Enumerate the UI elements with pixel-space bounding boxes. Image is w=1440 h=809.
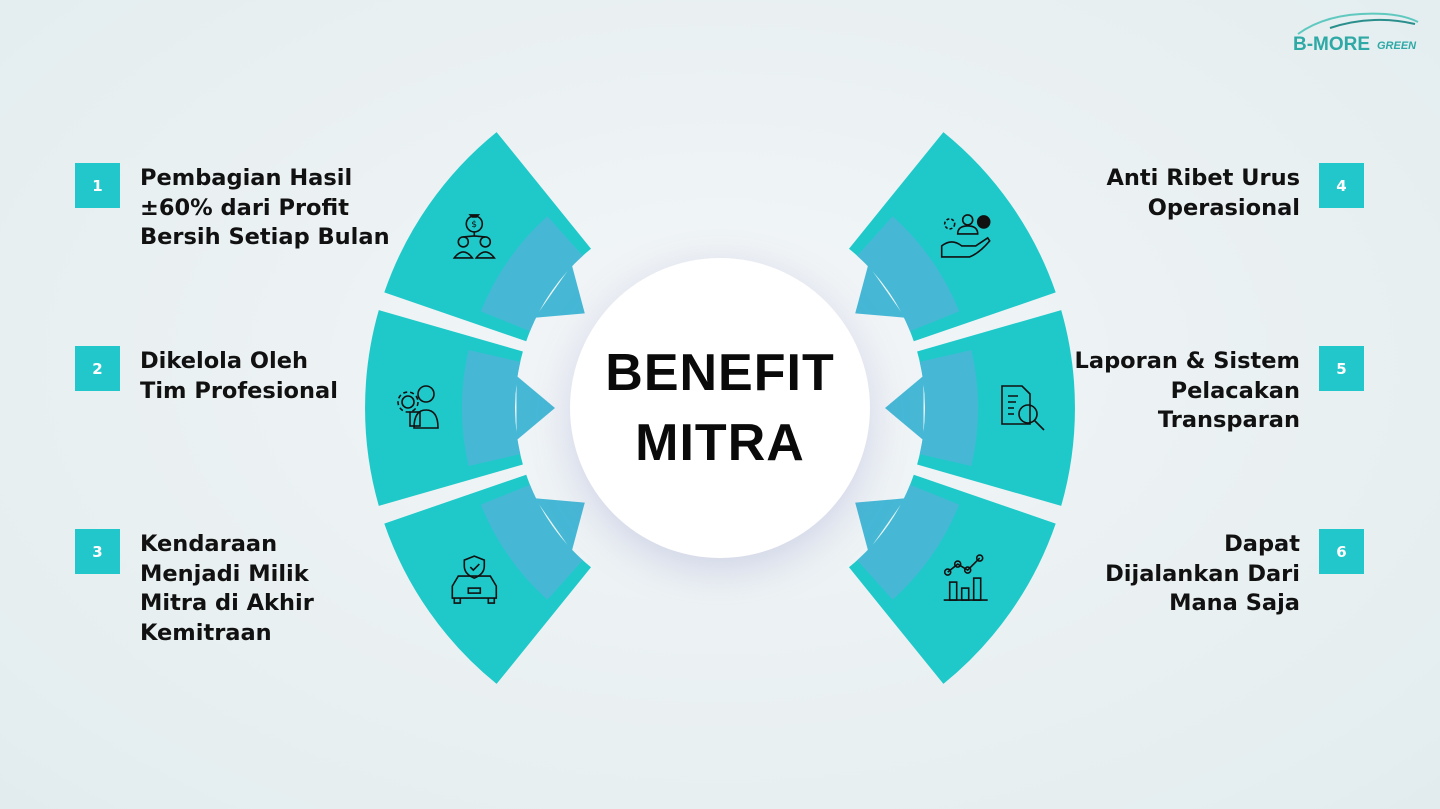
benefit-item-5: 5 Laporan & Sistem Pelacakan Transparan <box>1075 346 1364 436</box>
benefit-item-6: 6 Dapat Dijalankan Dari Mana Saja <box>1105 529 1364 619</box>
benefit-label: Dapat Dijalankan Dari Mana Saja <box>1105 531 1300 616</box>
segment-band <box>919 350 979 466</box>
gear-professional-icon <box>397 385 439 429</box>
number-badge: 5 <box>1319 346 1364 391</box>
benefit-label: Anti Ribet Urus Operasional <box>1106 165 1300 221</box>
number-badge: 4 <box>1319 163 1364 208</box>
b-more-green-logo: B-MORE GREEN <box>1290 8 1430 58</box>
number-badge: 1 <box>75 163 120 208</box>
benefit-label: Kendaraan Menjadi Milik Mitra di Akhir K… <box>140 531 314 646</box>
segment-band <box>857 484 960 600</box>
money-bag-people-icon: $ <box>452 214 496 259</box>
benefit-item-2: 2 Dikelola Oleh Tim Profesional <box>75 346 338 406</box>
benefit-label: Pembagian Hasil ±60% dari Profit Bersih … <box>140 165 390 250</box>
number-badge: 3 <box>75 529 120 574</box>
benefit-item-4: 4 Anti Ribet Urus Operasional <box>1106 163 1364 223</box>
segment-pointer <box>534 498 585 552</box>
segment-pointer <box>885 375 924 441</box>
car-shield-icon <box>451 555 498 604</box>
hand-gear-person-check-icon <box>940 214 991 258</box>
number-badge: 6 <box>1319 529 1364 574</box>
benefit-item-3: 3 Kendaraan Menjadi Milik Mitra di Akhir… <box>75 529 314 648</box>
segment-band <box>480 216 583 332</box>
growth-chart-icon <box>943 554 988 601</box>
svg-text:$: $ <box>471 220 477 230</box>
segment-band <box>461 350 521 466</box>
segment-4 <box>849 132 1056 342</box>
segment-pointer <box>516 375 555 441</box>
segment-band <box>857 216 960 332</box>
segment-3 <box>384 474 591 684</box>
segment-pointer <box>855 498 906 552</box>
segment-pointer <box>534 264 585 318</box>
benefit-label: Dikelola Oleh Tim Profesional <box>140 348 338 404</box>
center-title-line2: MITRA <box>635 414 805 472</box>
document-search-icon <box>1001 385 1045 431</box>
segment-5 <box>885 310 1075 506</box>
segment-6 <box>849 474 1056 684</box>
car-silhouette-icon <box>1297 12 1419 35</box>
benefit-label: Laporan & Sistem Pelacakan Transparan <box>1074 348 1300 433</box>
benefit-item-1: 1 Pembagian Hasil ±60% dari Profit Bersi… <box>75 163 390 253</box>
segment-2 <box>365 310 555 506</box>
center-title: BENEFIT MITRA <box>570 258 870 558</box>
number-badge: 2 <box>75 346 120 391</box>
segment-band <box>480 484 583 600</box>
center-title-line1: BENEFIT <box>605 344 835 402</box>
segment-pointer <box>855 264 906 318</box>
